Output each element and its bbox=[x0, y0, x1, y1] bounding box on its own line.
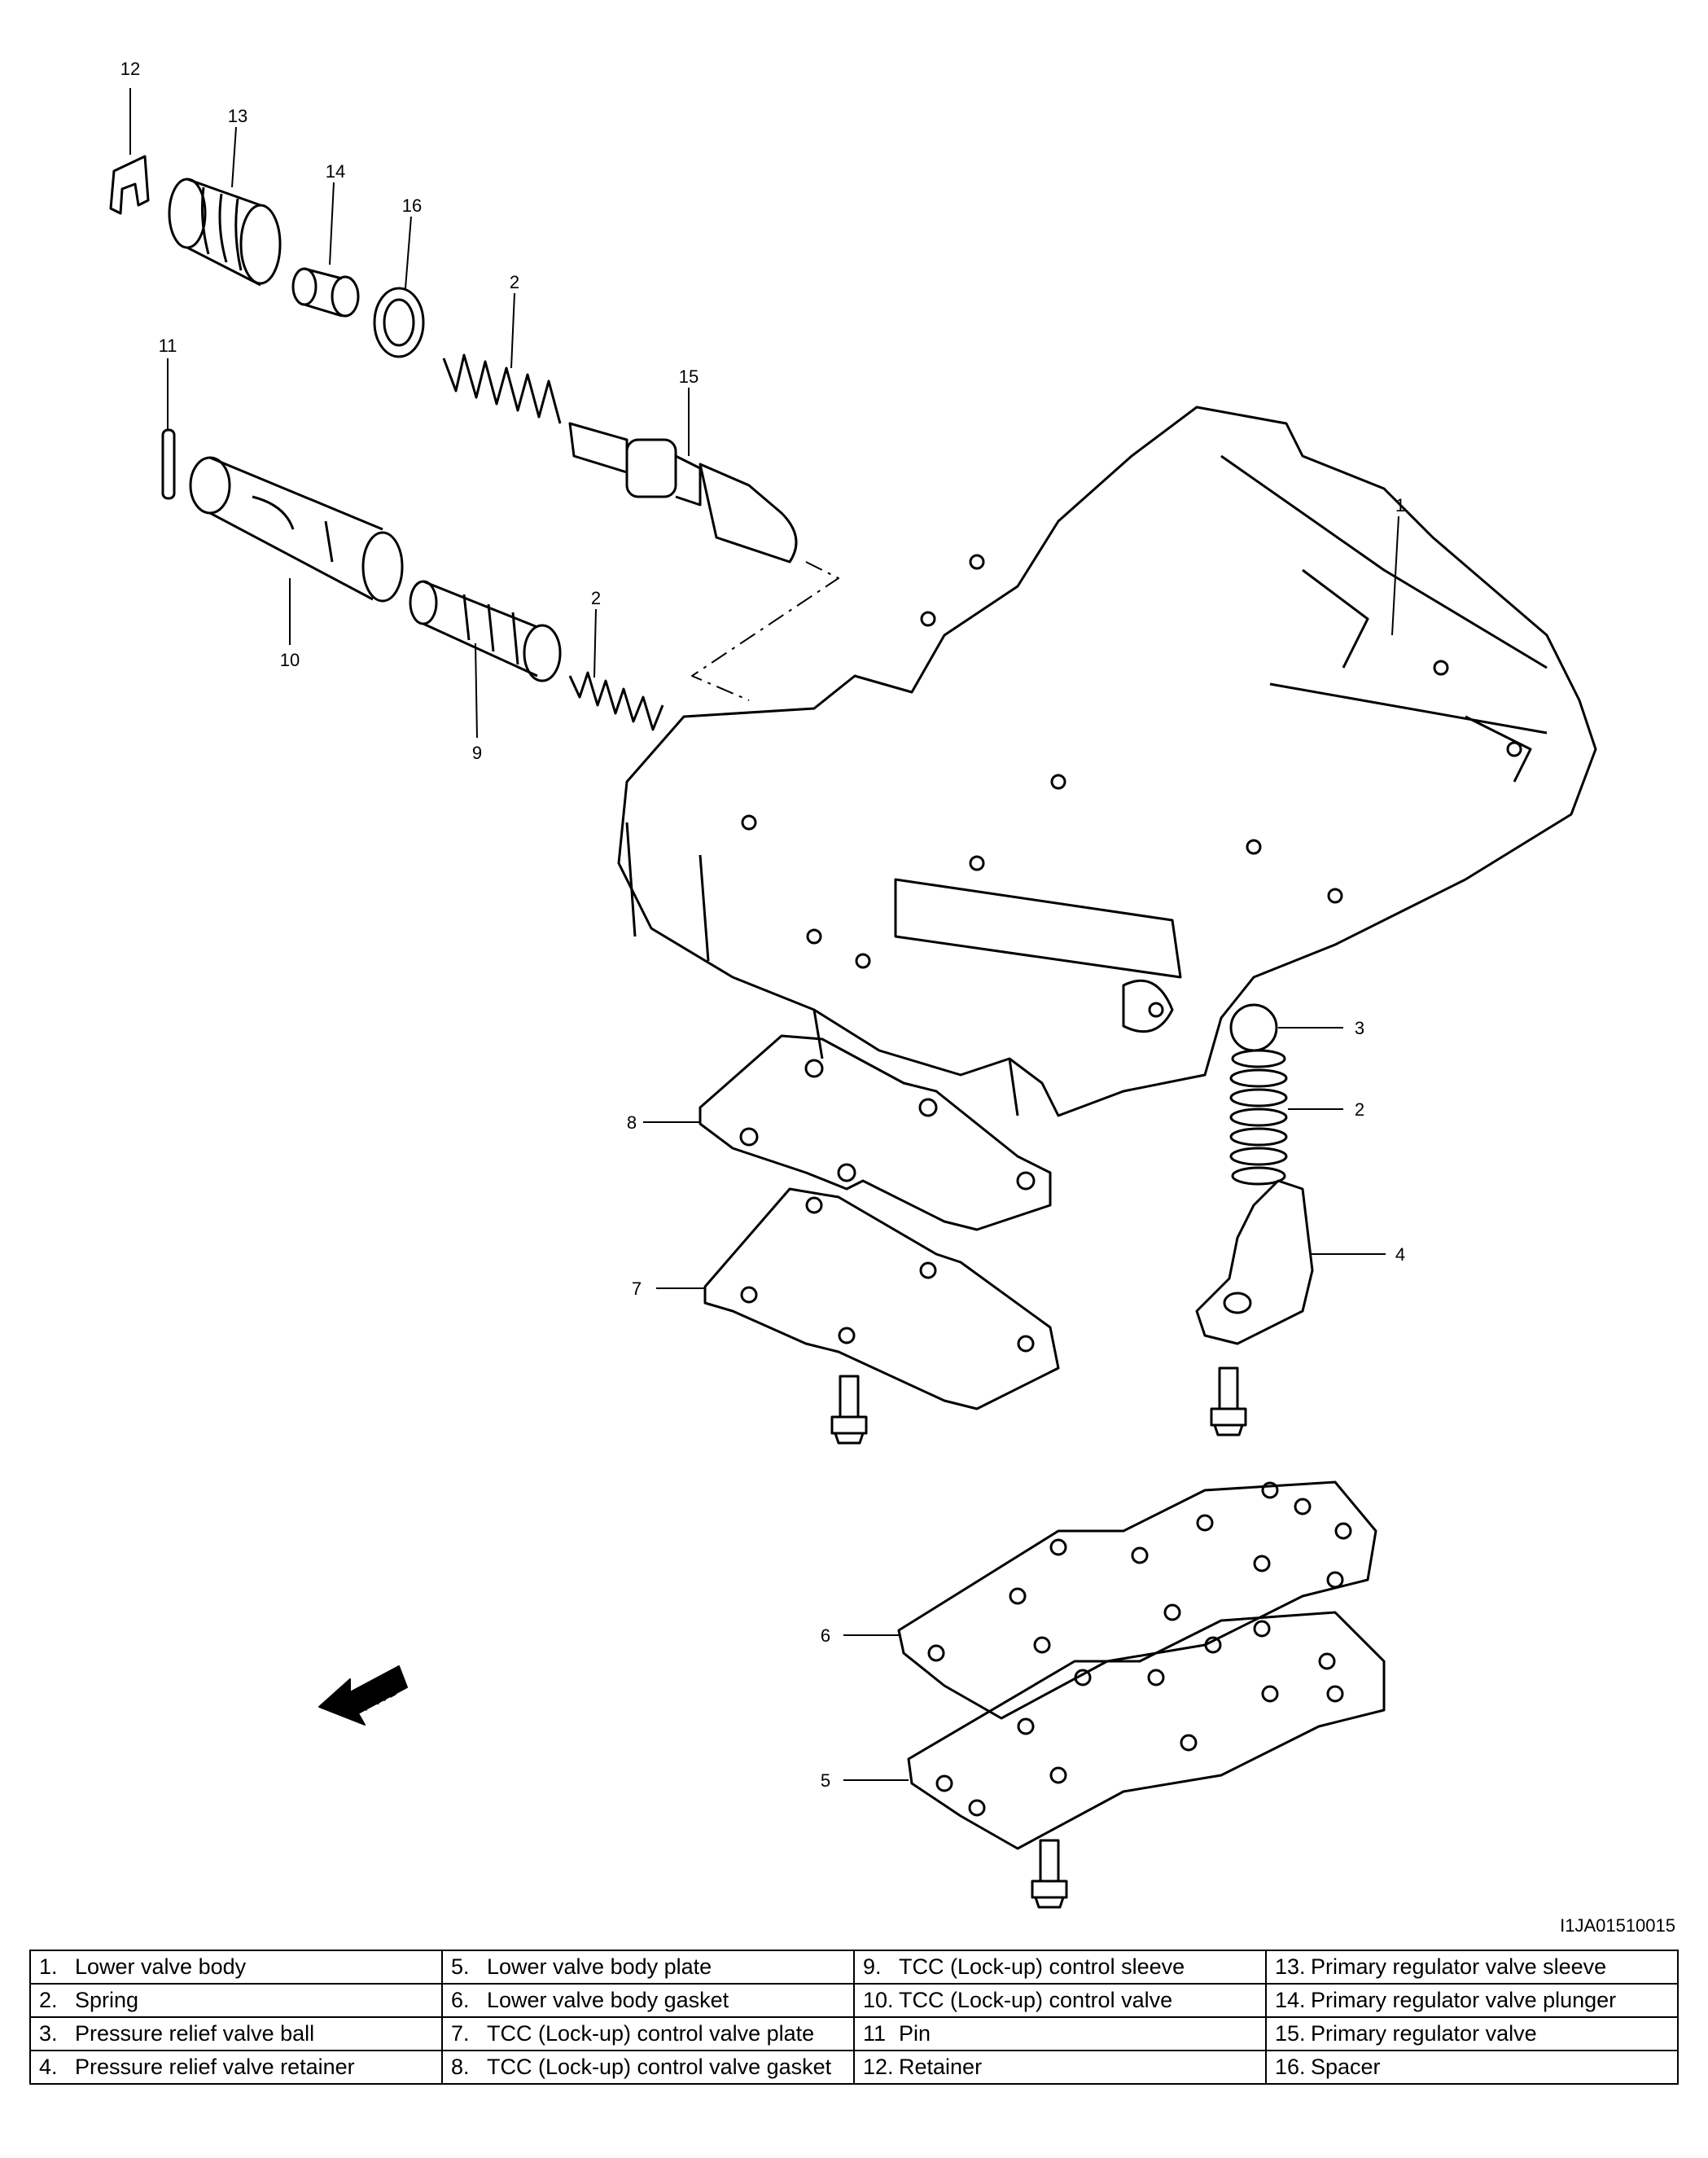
leader-lines bbox=[129, 88, 1399, 1781]
legend-row: 1.Lower valve body 5.Lower valve body pl… bbox=[29, 1950, 1679, 1985]
legend-cell: 1.Lower valve body bbox=[29, 1950, 443, 1985]
legend-cell: 12.Retainer bbox=[853, 2050, 1267, 2085]
pin-part bbox=[161, 428, 176, 500]
callout-6: 6 bbox=[821, 1625, 830, 1646]
callout-3: 3 bbox=[1355, 1018, 1364, 1038]
spring-middle-part bbox=[568, 671, 664, 731]
callout-5: 5 bbox=[821, 1770, 830, 1791]
legend-cell: 10.TCC (Lock-up) control valve bbox=[853, 1983, 1267, 2018]
legend-cell: 13.Primary regulator valve sleeve bbox=[1265, 1950, 1679, 1985]
callout-8: 8 bbox=[627, 1112, 637, 1133]
lower-valve-body-plate-part bbox=[907, 1611, 1386, 1850]
legend-cell: 7.TCC (Lock-up) control valve plate bbox=[441, 2016, 855, 2051]
spring-lower-part bbox=[1229, 1049, 1288, 1186]
callout-labels: 12 13 14 16 2 11 15 1 10 2 9 3 2 8 4 7 6… bbox=[120, 59, 1405, 1791]
pressure-relief-valve-ball-part bbox=[1229, 1003, 1278, 1052]
legend-row: 2.Spring 6.Lower valve body gasket 10.TC… bbox=[29, 1983, 1679, 2018]
callout-2-upper: 2 bbox=[510, 272, 519, 292]
callout-14: 14 bbox=[326, 161, 345, 182]
callout-16: 16 bbox=[402, 195, 422, 216]
legend-cell: 3.Pressure relief valve ball bbox=[29, 2016, 443, 2051]
legend-cell: 16.Spacer bbox=[1265, 2050, 1679, 2085]
fwd-direction-arrow-icon bbox=[318, 1665, 408, 1726]
legend-cell: 5.Lower valve body plate bbox=[441, 1950, 855, 1985]
callout-4: 4 bbox=[1395, 1244, 1405, 1265]
spring-upper-part bbox=[442, 353, 562, 424]
bolt-right-part bbox=[1210, 1366, 1247, 1436]
primary-regulator-valve-sleeve-part bbox=[168, 178, 282, 287]
callout-10: 10 bbox=[280, 650, 300, 670]
tcc-control-valve-part bbox=[189, 456, 404, 603]
legend-cell: 4.Pressure relief valve retainer bbox=[29, 2050, 443, 2085]
callout-11: 11 bbox=[159, 336, 177, 356]
legend-cell: 2.Spring bbox=[29, 1983, 443, 2018]
legend-cell: 15.Primary regulator valve bbox=[1265, 2016, 1679, 2051]
bolt-left-part bbox=[830, 1375, 868, 1445]
legend-cell: 9.TCC (Lock-up) control sleeve bbox=[853, 1950, 1267, 1985]
figure-code: I1JA01510015 bbox=[1560, 1915, 1675, 1936]
callout-9: 9 bbox=[472, 743, 482, 763]
callout-13: 13 bbox=[228, 106, 247, 126]
assembly-center-line bbox=[691, 561, 839, 701]
bolt-bottom-part bbox=[1031, 1839, 1068, 1909]
lower-valve-body-part bbox=[617, 406, 1597, 1117]
legend-cell: 8.TCC (Lock-up) control valve gasket bbox=[441, 2050, 855, 2085]
legend-row: 3.Pressure relief valve ball 7.TCC (Lock… bbox=[29, 2016, 1679, 2051]
legend-row: 4.Pressure relief valve retainer 8.TCC (… bbox=[29, 2050, 1679, 2085]
legend-cell: 14.Primary regulator valve plunger bbox=[1265, 1983, 1679, 2018]
legend-cell: 6.Lower valve body gasket bbox=[441, 1983, 855, 2018]
callout-1: 1 bbox=[1395, 495, 1405, 515]
pressure-relief-valve-retainer-part bbox=[1195, 1179, 1314, 1345]
callout-12: 12 bbox=[120, 59, 140, 79]
tcc-control-valve-plate-part bbox=[703, 1187, 1060, 1410]
primary-regulator-valve-part bbox=[568, 422, 798, 564]
spacer-part bbox=[373, 287, 425, 358]
callout-15: 15 bbox=[679, 366, 699, 387]
callout-2-lower: 2 bbox=[1355, 1099, 1364, 1120]
lower-valve-body-gasket-part bbox=[897, 1480, 1377, 1720]
tcc-control-valve-gasket-part bbox=[699, 1034, 1052, 1231]
retainer-part bbox=[109, 155, 150, 215]
tcc-control-sleeve-part bbox=[409, 580, 562, 682]
parts-legend-table: 1.Lower valve body 5.Lower valve body pl… bbox=[29, 1950, 1679, 2085]
callout-7: 7 bbox=[632, 1279, 642, 1299]
primary-regulator-valve-plunger-part bbox=[291, 267, 360, 318]
callout-2-middle: 2 bbox=[591, 588, 601, 608]
